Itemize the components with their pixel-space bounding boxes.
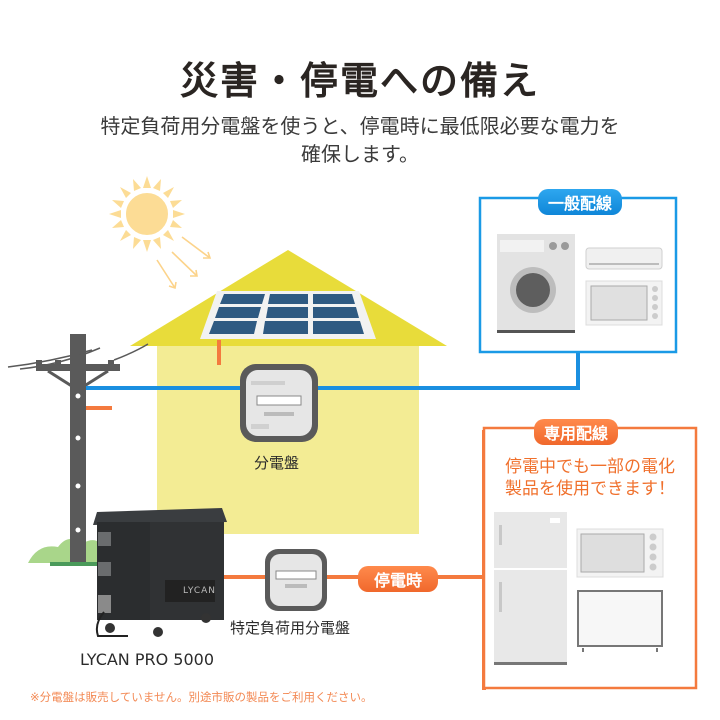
dedicated-wiring-message: 停電中でも一部の電化 製品を使用できます！	[484, 456, 696, 500]
refrigerator-icon	[494, 512, 567, 665]
specific-load-board-label: 特定負荷用分電盤	[230, 619, 351, 637]
sunlight-arrows	[156, 236, 212, 290]
specific-load-board-icon	[265, 549, 327, 611]
footer-note: ※分電盤は販売していません。別途市販の製品をご利用ください。	[30, 690, 373, 704]
air-conditioner-icon	[585, 247, 663, 270]
solar-panel-icon	[200, 291, 376, 339]
sun-icon	[109, 176, 185, 252]
subtitle-line-1: 特定負荷用分電盤を使うと、停電時に最低限必要な電力を	[100, 114, 620, 138]
oven-icon	[585, 280, 663, 326]
general-wiring-line	[86, 352, 580, 390]
distribution-board-label: 分電盤	[254, 454, 300, 472]
washing-machine-icon	[497, 234, 575, 333]
general-wiring-label: 一般配線	[538, 189, 623, 215]
outage-tag: 停電時	[358, 566, 439, 592]
subtitle-line-2: 確保します。	[301, 142, 419, 166]
page-subtitle: 特定負荷用分電盤を使うと、停電時に最低限必要な電力を 確保します。	[20, 112, 700, 168]
television-icon	[577, 590, 663, 652]
oven-icon-2	[576, 528, 664, 578]
dedicated-wiring-label: 専用配線	[534, 419, 619, 445]
utility-pole-icon	[7, 334, 149, 566]
distribution-board-icon	[240, 364, 318, 442]
lycan-pro-5000-battery-icon	[93, 508, 227, 637]
message-line-1: 停電中でも一部の電化	[505, 457, 675, 477]
page-title: 災害・停電への備え	[179, 59, 540, 103]
product-logo: LYCAN	[183, 586, 216, 596]
message-line-2: 製品を使用できます！	[505, 479, 675, 499]
product-name-label: LYCAN PRO 5000	[80, 650, 215, 669]
